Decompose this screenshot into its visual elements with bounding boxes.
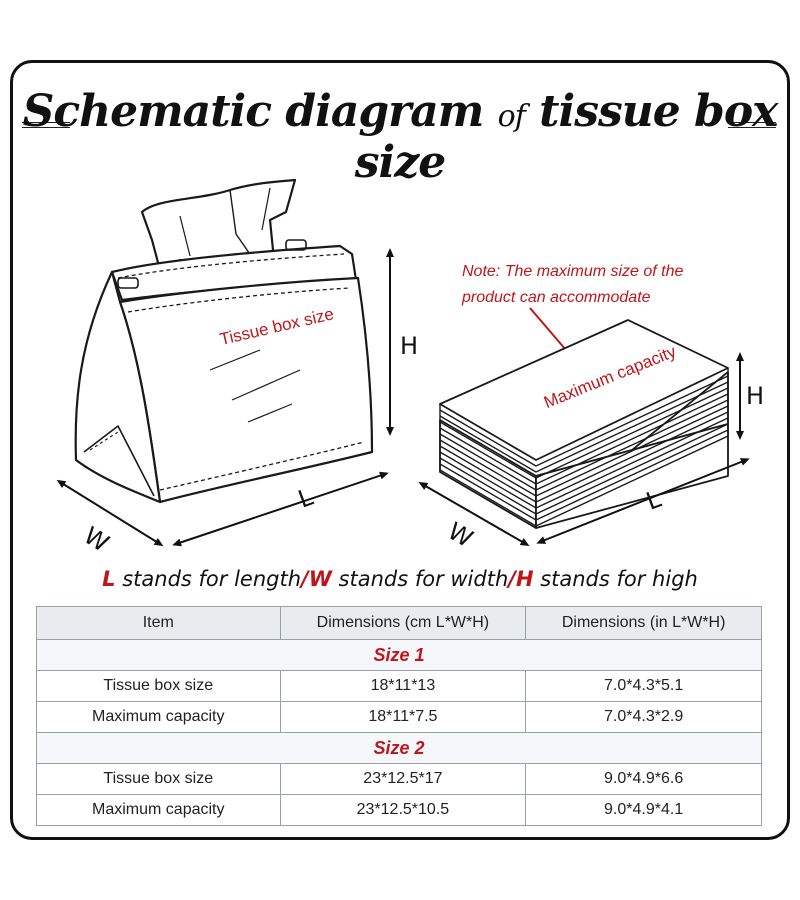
header-item: Item [36, 606, 281, 640]
table-row: Tissue box size 18*11*13 7.0*4.3*5.1 [36, 670, 762, 702]
length-arrow-left [172, 471, 389, 547]
note-pointer-line [529, 307, 567, 351]
width-letter-right: W [443, 517, 478, 553]
width-letter-left: W [79, 521, 114, 557]
table-row: Maximum capacity 18*11*7.5 7.0*4.3*2.9 [36, 701, 762, 733]
width-arrow-left [56, 479, 164, 547]
table-row: Maximum capacity 23*12.5*10.5 9.0*4.9*4.… [36, 794, 762, 826]
title-text-of: of [497, 99, 526, 134]
table-cell: 18*11*7.5 [279, 701, 527, 733]
tissue-box-drawing [74, 178, 374, 504]
table-cell: 23*12.5*17 [279, 763, 527, 795]
legend-w: W [308, 567, 332, 591]
size-2-row: Size 2 [36, 732, 762, 764]
table-cell: Maximum capacity [36, 794, 281, 826]
title-text-b: tissue box size [354, 86, 779, 188]
table-cell: 18*11*13 [279, 670, 527, 702]
table-cell: 7.0*4.3*5.1 [525, 670, 762, 702]
legend-sep-1: / [301, 567, 309, 591]
title-rule-right [728, 122, 776, 128]
width-arrow-right [418, 482, 530, 546]
title-text-a: Schematic diagram [22, 86, 498, 137]
legend-h-text: stands for high [533, 567, 698, 591]
table-cell: Tissue box size [36, 763, 281, 795]
note-line-1: Note: The maximum size of the [462, 263, 684, 280]
table-cell: 7.0*4.3*2.9 [525, 701, 762, 733]
size-1-row: Size 1 [36, 639, 762, 671]
legend-l: L [102, 567, 116, 591]
note-line-2: product can accommodate [461, 289, 651, 306]
header-in: Dimensions (in L*W*H) [525, 606, 762, 640]
page-title: Schematic diagram of tissue box size [0, 86, 800, 188]
length-arrow-right [536, 458, 750, 544]
dimensions-table: Item Dimensions (cm L*W*H) Dimensions (i… [36, 606, 762, 826]
height-letter-right: H [746, 382, 764, 410]
table-row: Tissue box size 23*12.5*17 9.0*4.9*6.6 [36, 763, 762, 795]
table-cell: Maximum capacity [36, 701, 281, 733]
title-block: Schematic diagram of tissue box size [0, 80, 800, 188]
table-cell: 23*12.5*10.5 [279, 794, 527, 826]
title-rule-left [22, 122, 70, 128]
tissue-stack-layers [439, 368, 729, 527]
table-cell: Tissue box size [36, 670, 281, 702]
size-2-label: Size 2 [36, 732, 762, 764]
legend-l-text: stands for length [115, 567, 302, 591]
table-header-row: Item Dimensions (cm L*W*H) Dimensions (i… [36, 606, 762, 640]
table-cell: 9.0*4.9*4.1 [525, 794, 762, 826]
header-cm: Dimensions (cm L*W*H) [279, 606, 527, 640]
table-cell: 9.0*4.9*6.6 [525, 763, 762, 795]
diagram-area: Tissue box size H L W Note: The maximum … [56, 178, 764, 558]
size-1-label: Size 1 [36, 639, 762, 671]
dimension-legend: L stands for length/W stands for width/H… [0, 567, 800, 591]
legend-sep-2: / [508, 567, 516, 591]
legend-w-text: stands for width [331, 567, 509, 591]
legend-h: H [515, 567, 534, 591]
height-letter-left: H [400, 332, 418, 360]
